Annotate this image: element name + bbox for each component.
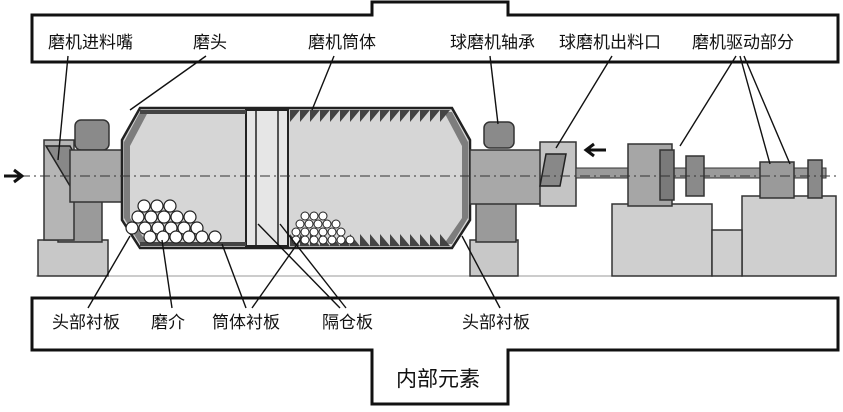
label-diaphragm: 隔仓板 xyxy=(322,313,373,333)
motor-body xyxy=(759,161,795,199)
bottom-label-frame xyxy=(30,296,840,406)
drive-base-left xyxy=(611,203,713,277)
label-grinding-media: 磨介 xyxy=(151,313,185,333)
leader-bearing xyxy=(489,55,499,125)
label-head-liner-right: 头部衬板 xyxy=(462,313,530,333)
leader-grinding-media xyxy=(161,239,173,309)
clutch-disc xyxy=(659,149,675,201)
head-liner-right-icon xyxy=(444,112,468,244)
right-trunnion xyxy=(469,149,549,205)
discharge-outlet-icon xyxy=(539,153,567,187)
label-discharge: 球磨机出料口 xyxy=(559,33,661,53)
label-feed-chute: 磨机进料嘴 xyxy=(48,33,133,53)
leader-mill-head xyxy=(129,55,207,111)
leader-diaphragm-2 xyxy=(279,223,347,309)
label-shell-liner: 筒体衬板 xyxy=(212,313,280,333)
label-head-liner-left: 头部衬板 xyxy=(52,313,120,333)
drive-base-step xyxy=(711,229,743,277)
label-drive: 磨机驱动部分 xyxy=(692,33,794,53)
right-bearing-block xyxy=(475,199,517,243)
leader-shell-liner-1 xyxy=(221,243,247,309)
leader-head-liner-right xyxy=(461,235,501,309)
leader-shell-liner-2 xyxy=(251,239,301,309)
leader-discharge xyxy=(555,55,613,149)
label-mill-shell: 磨机筒体 xyxy=(308,33,376,53)
left-pedestal xyxy=(37,239,109,277)
diaphragm-plate-icon xyxy=(245,109,289,247)
grinding-media-balls-large xyxy=(125,199,222,244)
footer-title: 内部元素 xyxy=(396,367,480,391)
right-pedestal xyxy=(469,239,519,277)
motor-end xyxy=(807,159,823,199)
machine-illustration xyxy=(4,106,837,277)
left-bearing-cap xyxy=(74,119,110,151)
grinding-media-balls-small xyxy=(291,211,355,245)
leader-feed-chute xyxy=(57,55,69,161)
head-liner-left-icon xyxy=(124,112,148,244)
leader-lines xyxy=(57,55,791,309)
shell-liner-teeth-top xyxy=(290,110,450,122)
top-label-frame xyxy=(30,0,840,64)
leader-drive-3 xyxy=(743,55,791,165)
discharge-arrow-icon xyxy=(583,142,606,158)
right-bearing-cap xyxy=(483,121,515,149)
leader-head-liner-left xyxy=(87,235,131,309)
feed-arrow-icon xyxy=(4,168,25,184)
label-bearing: 球磨机轴承 xyxy=(450,33,535,53)
label-mill-head: 磨头 xyxy=(193,33,227,53)
leader-diaphragm-1 xyxy=(257,223,341,309)
leader-mill-shell xyxy=(311,55,335,111)
drive-base-right xyxy=(741,195,837,277)
leader-drive-2 xyxy=(739,55,771,165)
leader-drive-1 xyxy=(679,55,737,147)
